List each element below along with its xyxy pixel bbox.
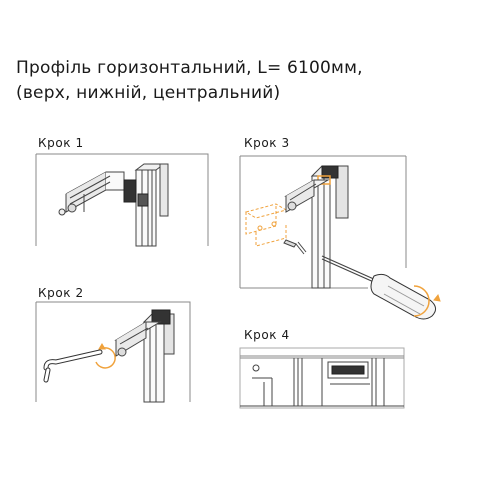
step-2-label: Крок 2 [38, 286, 84, 300]
step-2-illustration [35, 301, 191, 403]
step-3-illustration [239, 155, 441, 320]
step-4-label: Крок 4 [244, 328, 290, 342]
title-line-2: (верх, нижній, центральний) [16, 83, 281, 103]
step-1-label: Крок 1 [38, 136, 84, 150]
step-4-illustration [239, 347, 405, 409]
step-1-illustration [35, 153, 209, 247]
page-title: Профіль горизонтальний, L= 6100мм, (верх… [16, 56, 363, 106]
title-line-1: Профіль горизонтальний, L= 6100мм, [16, 58, 363, 78]
step-3-label: Крок 3 [244, 136, 290, 150]
